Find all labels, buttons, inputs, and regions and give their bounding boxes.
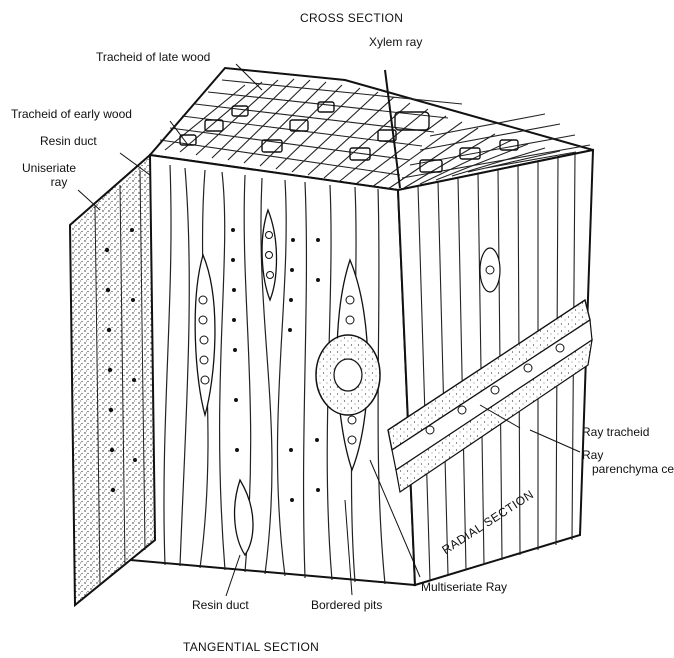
resin-duct-bottom-label: Resin duct: [192, 598, 249, 612]
ray-parenchyma-label: Ray parenchyma cell: [582, 448, 674, 476]
resin-duct-top-label: Resin duct: [40, 134, 97, 148]
uniseriate-ray-line1: Uniseriate: [22, 161, 76, 175]
xylem-ray-label: Xylem ray: [369, 35, 422, 49]
multiseriate-ray: [316, 335, 380, 415]
cross-section-label: CROSS SECTION: [300, 11, 403, 25]
uniseriate-ray-line2: ray: [22, 175, 76, 189]
tangential-slab: [70, 155, 155, 605]
tracheid-late-wood-label: Tracheid of late wood: [96, 50, 210, 64]
ray-tracheid-label: Ray tracheid: [582, 425, 649, 439]
ray-parenchyma-line1: Ray: [582, 448, 674, 462]
tracheid-early-wood-label: Tracheid of early wood: [11, 107, 132, 121]
bordered-pits-label: Bordered pits: [311, 598, 382, 612]
tangential-section-face: [130, 155, 415, 585]
tangential-section-label: TANGENTIAL SECTION: [183, 640, 319, 654]
uniseriate-ray-label: Uniseriate ray: [22, 161, 76, 189]
multiseriate-ray-label: Multiseriate Ray: [421, 580, 507, 594]
ray-parenchyma-line2: parenchyma cell: [592, 462, 674, 476]
